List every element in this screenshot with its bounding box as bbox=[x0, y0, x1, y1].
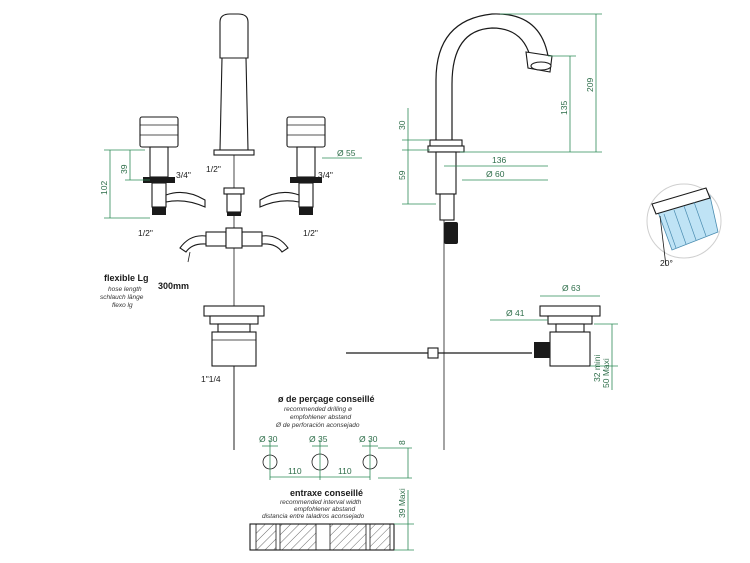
hose-de: schlauch länge bbox=[100, 294, 144, 301]
dia-55: Ø 55 bbox=[337, 148, 356, 158]
drain-side bbox=[346, 305, 601, 367]
drill-dia-c: Ø 30 bbox=[359, 434, 378, 444]
dia-63: Ø 63 bbox=[562, 283, 581, 293]
interval-es: distancia entre taladros aconsejado bbox=[262, 513, 365, 520]
interval-en: recommended interval width bbox=[280, 499, 362, 506]
conn-left: 3/4" bbox=[176, 170, 191, 180]
interval-plan bbox=[249, 490, 414, 551]
hose-title: flexible Lg bbox=[104, 273, 149, 283]
drilling-es: Ø de perforación aconsejado bbox=[275, 422, 360, 429]
conn-right: 3/4" bbox=[318, 170, 333, 180]
drill-gap-a: 110 bbox=[288, 466, 302, 476]
drilling-plan bbox=[262, 440, 412, 480]
spout-body bbox=[213, 13, 255, 450]
drain-thread: 1"1/4 bbox=[201, 374, 221, 384]
dim-102: 102 bbox=[99, 181, 109, 195]
dim-32-mini: 32 mini bbox=[592, 354, 602, 382]
dim-50-maxi: 50 Maxi bbox=[601, 358, 611, 388]
drill-dia-a: Ø 30 bbox=[259, 434, 278, 444]
front-dimensions bbox=[104, 149, 362, 219]
thread-spout: 1/2" bbox=[206, 164, 221, 174]
drill-gap-b: 110 bbox=[338, 466, 352, 476]
drilling-de: empfohlener abstand bbox=[290, 414, 351, 421]
side-dimensions bbox=[402, 13, 618, 390]
labels: 1/2" 1/2" 1/2" 3/4" 3/4" 39 102 Ø 55 1"1… bbox=[99, 78, 673, 520]
dia-41: Ø 41 bbox=[506, 308, 525, 318]
dim-59: 59 bbox=[397, 170, 407, 180]
drilling-en: recommended drilling ø bbox=[284, 406, 352, 413]
aerator-angle: 20° bbox=[660, 258, 673, 268]
dim-135: 135 bbox=[559, 101, 569, 115]
aerator-detail bbox=[646, 183, 722, 267]
hose-en: hose length bbox=[108, 286, 142, 293]
dim-30: 30 bbox=[397, 120, 407, 130]
dim-136: 136 bbox=[492, 155, 506, 165]
thread-right: 1/2" bbox=[303, 228, 318, 238]
hose-es: flexo lg bbox=[112, 302, 133, 309]
drill-dia-b: Ø 35 bbox=[309, 434, 328, 444]
drill-dim-8: 8 bbox=[397, 440, 407, 445]
right-handle bbox=[259, 116, 326, 215]
interval-title: entraxe conseillé bbox=[290, 488, 363, 498]
dim-209: 209 bbox=[585, 78, 595, 92]
dim-39: 39 bbox=[119, 164, 129, 174]
mixer-connectors bbox=[179, 227, 289, 263]
side-spout bbox=[427, 13, 553, 450]
drain-front bbox=[203, 305, 265, 450]
side-view bbox=[346, 13, 618, 450]
drilling-title: ø de perçage conseillé bbox=[278, 394, 375, 404]
interval-dim-39max: 39 Maxi bbox=[397, 488, 407, 518]
front-view bbox=[104, 13, 362, 450]
thread-left: 1/2" bbox=[138, 228, 153, 238]
dia-60: Ø 60 bbox=[486, 169, 505, 179]
hose-length: 300mm bbox=[158, 281, 189, 291]
interval-de: empfohlener abstand bbox=[294, 506, 355, 513]
left-handle bbox=[139, 116, 206, 215]
